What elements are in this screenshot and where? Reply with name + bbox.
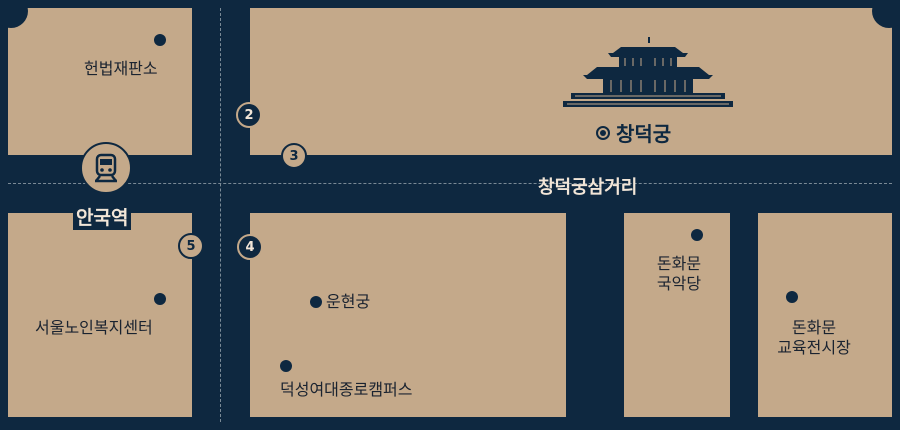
road-vertical-middle xyxy=(566,168,624,422)
seoul-senior-center-dot xyxy=(154,293,166,305)
frame-corner-top-right xyxy=(872,0,900,28)
donhwamun-market-label: 돈화문 교육전시장 xyxy=(768,318,860,358)
constitutional-court-label: 헌법재판소 xyxy=(84,59,158,78)
road-horizontal-main xyxy=(8,155,892,213)
road-vertical-left xyxy=(192,8,250,422)
donhwamun-market-label-line1: 돈화문 xyxy=(791,318,837,337)
road-centerline-vertical xyxy=(220,8,221,422)
donhwamun-market-dot xyxy=(786,291,798,303)
palace-marker: 창덕궁 xyxy=(596,118,671,147)
donhwamun-theater-label-line2: 국악당 xyxy=(656,274,702,293)
location-target-icon xyxy=(596,125,610,140)
subway-icon xyxy=(95,153,117,183)
seoul-senior-center-label: 서울노인복지센터 xyxy=(35,318,153,337)
exit-3-marker: 3 xyxy=(281,143,307,169)
palace-icon xyxy=(563,37,733,107)
constitutional-court-dot xyxy=(154,34,166,46)
unhyeongung-label: 운현궁 xyxy=(326,292,371,311)
exit-4-marker: 4 xyxy=(237,234,263,260)
unhyeongung-dot xyxy=(310,296,322,308)
station-name: 안국역 xyxy=(73,203,132,230)
palace-name: 창덕궁 xyxy=(616,122,672,146)
exit-5-marker: 5 xyxy=(178,233,204,259)
donhwamun-theater-dot xyxy=(691,229,703,241)
road-name: 창덕궁삼거리 xyxy=(538,177,638,198)
donhwamun-theater-label-line1: 돈화문 xyxy=(656,254,702,273)
exit-2-marker: 2 xyxy=(236,102,262,128)
duksung-campus-dot xyxy=(280,360,292,372)
duksung-campus-label: 덕성여대종로캠퍼스 xyxy=(280,380,413,399)
map-panel: 창덕궁 안국역 창덕궁삼거리 2 3 4 5 헌법재판소 서울노인복지센터 운현… xyxy=(8,8,892,422)
donhwamun-theater-label: 돈화문 국악당 xyxy=(638,254,720,294)
road-vertical-right xyxy=(730,168,758,422)
donhwamun-market-label-line2: 교육전시장 xyxy=(777,338,851,357)
road-centerline-horizontal xyxy=(8,183,892,184)
road-bottom xyxy=(8,417,892,422)
subway-station-marker xyxy=(80,142,132,194)
